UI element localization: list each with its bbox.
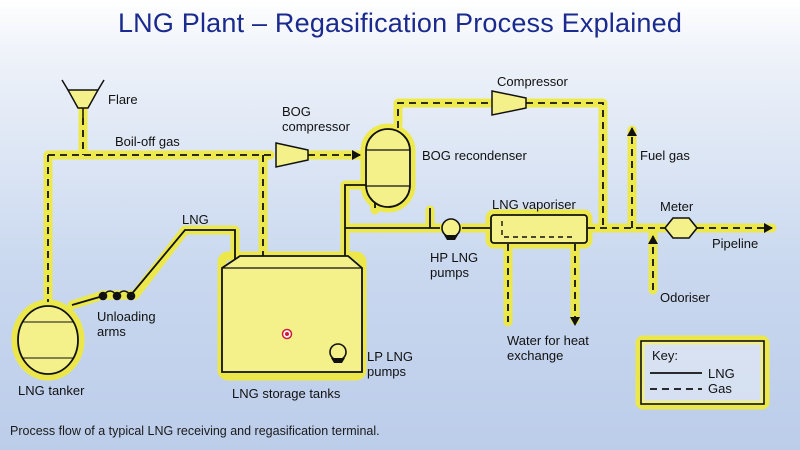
hp-lng-pumps-label-line2: pumps: [430, 265, 470, 280]
lng-vaporiser-unit: [490, 214, 588, 244]
meter-label: Meter: [660, 199, 694, 214]
lng-tanker-label: LNG tanker: [18, 383, 85, 398]
meter-symbol: [663, 217, 699, 239]
flare-label: Flare: [108, 92, 138, 107]
water-label-line2: exchange: [507, 348, 563, 363]
lng-storage-tanks-label: LNG storage tanks: [232, 386, 341, 401]
bog-compressor-label-line2: compressor: [282, 119, 351, 134]
legend-title: Key:: [652, 348, 678, 363]
figure-caption: Process flow of a typical LNG receiving …: [10, 424, 380, 438]
bog-recondenser-vessel: [365, 128, 411, 208]
vaporiser-coil: [501, 221, 576, 238]
page-title: LNG Plant – Regasification Process Expla…: [117, 8, 683, 38]
legend-lng-label: LNG: [708, 366, 735, 381]
boil-off-gas-label: Boil-off gas: [115, 134, 180, 149]
pipeline-label: Pipeline: [712, 236, 758, 251]
gas-lines: [47, 102, 773, 326]
flare-symbol: [61, 79, 105, 118]
bog-recondenser-label: BOG recondenser: [422, 148, 527, 163]
hp-lng-pump-symbol: [441, 218, 461, 240]
lng-vaporiser-label: LNG vaporiser: [492, 197, 576, 212]
bog-compressor-symbol: [275, 142, 309, 168]
water-label-line1: Water for heat: [507, 333, 589, 348]
unloading-arms-label-line2: arms: [97, 324, 126, 339]
compressor-symbol: [491, 90, 527, 116]
lp-lng-pumps-label-line2: pumps: [367, 364, 407, 379]
unloading-arms-label-line1: Unloading: [97, 309, 156, 324]
lp-lng-pump-symbol: [329, 343, 347, 363]
bog-compressor-label-line1: BOG: [282, 104, 311, 119]
fuel-gas-label: Fuel gas: [640, 148, 690, 163]
odoriser-label: Odoriser: [660, 290, 711, 305]
legend-gas-label: Gas: [708, 381, 732, 396]
unloading-arms-symbol: [98, 290, 136, 301]
compressor-label: Compressor: [497, 74, 568, 89]
lp-lng-pumps-label-line1: LP LNG: [367, 349, 413, 364]
legend-key: Key: LNG Gas: [640, 340, 765, 405]
lng-line-label: LNG: [182, 212, 209, 227]
lng-tanker-vessel: [17, 305, 79, 375]
location-marker-dot: [285, 332, 289, 336]
hp-lng-pumps-label-line1: HP LNG: [430, 250, 478, 265]
